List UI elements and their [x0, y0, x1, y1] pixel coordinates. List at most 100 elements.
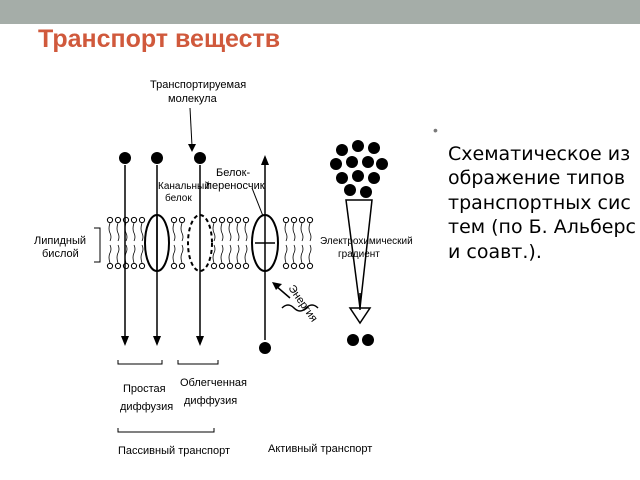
lipid-tail — [108, 222, 112, 242]
lipid-tail — [172, 244, 176, 264]
lipid-head — [218, 262, 226, 270]
bracket-facilitated — [177, 360, 219, 365]
molecule-facilitated — [194, 152, 206, 164]
label-simple-2: диффузия — [120, 401, 173, 413]
label-gradient-2: градиент — [338, 249, 380, 260]
energy-squiggle — [281, 304, 319, 312]
lipid-tail — [236, 244, 240, 264]
lipid-tail — [212, 222, 216, 242]
top-bar — [0, 0, 640, 24]
pointer-molecule-head — [188, 144, 196, 152]
lipid-tail — [292, 244, 296, 264]
lipid-tail — [180, 244, 184, 264]
gradient-low-dot-1 — [347, 334, 359, 346]
label-lipid-1: Липидный — [34, 235, 86, 247]
lipid-head — [282, 262, 290, 270]
label-transported-molecule-2: молекула — [168, 93, 218, 105]
bullet-dot: • — [433, 122, 438, 138]
label-facilitated-2: диффузия — [184, 395, 237, 407]
lipid-tail — [244, 222, 248, 242]
lipid-head — [290, 262, 298, 270]
lipid-head — [106, 216, 114, 224]
lipid-tail — [228, 222, 232, 242]
lipid-tail — [172, 222, 176, 242]
lipid-tail — [140, 222, 144, 242]
gradient-cluster — [330, 140, 388, 198]
lipid-head — [122, 216, 130, 224]
lipid-head — [170, 216, 178, 224]
molecule-channel — [151, 152, 163, 164]
lipid-tail — [228, 244, 232, 264]
lipid-tail — [308, 222, 312, 242]
lipid-tail — [308, 244, 312, 264]
pointer-molecule — [189, 107, 193, 147]
energy-arrow-head — [272, 282, 282, 290]
lipid-bracket — [94, 227, 101, 263]
molecule-simple — [119, 152, 131, 164]
lipid-head — [218, 216, 226, 224]
lipid-head — [170, 262, 178, 270]
lipid-tail — [132, 222, 136, 242]
lipid-head — [178, 216, 186, 224]
lipid-head — [178, 262, 186, 270]
label-passive: Пассивный транспорт — [118, 445, 230, 457]
lipid-head — [210, 262, 218, 270]
lipid-head — [242, 262, 250, 270]
lipid-tail — [220, 222, 224, 242]
lipid-tail — [284, 222, 288, 242]
lipid-tail — [244, 244, 248, 264]
label-carrier-1: Белок- — [216, 167, 250, 179]
arrow-simple-head — [121, 336, 129, 346]
lipid-head — [130, 216, 138, 224]
lipid-head — [242, 216, 250, 224]
transport-diagram: Транспортируемая молекула Белок- перенос… — [34, 79, 413, 457]
lipid-tail — [236, 222, 240, 242]
bracket-passive — [117, 428, 215, 433]
lipid-head — [114, 262, 122, 270]
lipid-head — [226, 216, 234, 224]
lipid-tail — [116, 244, 120, 264]
gradient-low-dot-2 — [362, 334, 374, 346]
diagram-caption: Схематическое изображение типов транспор… — [448, 143, 636, 263]
lipid-tail — [300, 244, 304, 264]
energy-arrow — [275, 285, 291, 299]
lipid-tail — [284, 244, 288, 264]
label-lipid-2: бислой — [42, 248, 79, 260]
label-energy: Энергия — [286, 283, 320, 325]
lipid-tail — [212, 244, 216, 264]
lipid-head — [106, 262, 114, 270]
lipid-tail — [180, 222, 184, 242]
lipid-tail — [220, 244, 224, 264]
lipid-head — [234, 262, 242, 270]
label-simple-1: Простая — [123, 383, 166, 395]
lipid-head — [298, 216, 306, 224]
lipid-head — [130, 262, 138, 270]
label-channel-1: Канальный — [158, 181, 210, 192]
lipid-head — [114, 216, 122, 224]
label-transported-molecule-1: Транспортируемая — [150, 79, 246, 91]
lipid-head — [234, 216, 242, 224]
lipid-head — [306, 216, 314, 224]
arrow-active-head — [261, 155, 269, 165]
label-active: Активный транспорт — [268, 443, 372, 455]
bracket-simple — [117, 360, 163, 365]
lipid-head — [122, 262, 130, 270]
gradient-arrow-head — [348, 307, 372, 325]
label-gradient-1: Электрохимический — [320, 236, 413, 247]
label-channel-2: белок — [165, 192, 192, 204]
lipid-tail — [292, 222, 296, 242]
gradient-wedge — [345, 199, 373, 309]
pointer-carrier — [251, 187, 264, 217]
lipid-head — [210, 216, 218, 224]
slide-title: Транспорт веществ — [38, 25, 281, 53]
label-facilitated-1: Облегченная — [180, 377, 247, 389]
label-carrier-2: переносчик — [206, 180, 265, 192]
lipid-head — [226, 262, 234, 270]
arrow-facilitated-head — [196, 336, 204, 346]
lipid-head — [290, 216, 298, 224]
arrow-channel-head — [153, 336, 161, 346]
lipid-head — [138, 216, 146, 224]
lipid-tail — [132, 244, 136, 264]
lipid-head — [306, 262, 314, 270]
lipid-tail — [108, 244, 112, 264]
